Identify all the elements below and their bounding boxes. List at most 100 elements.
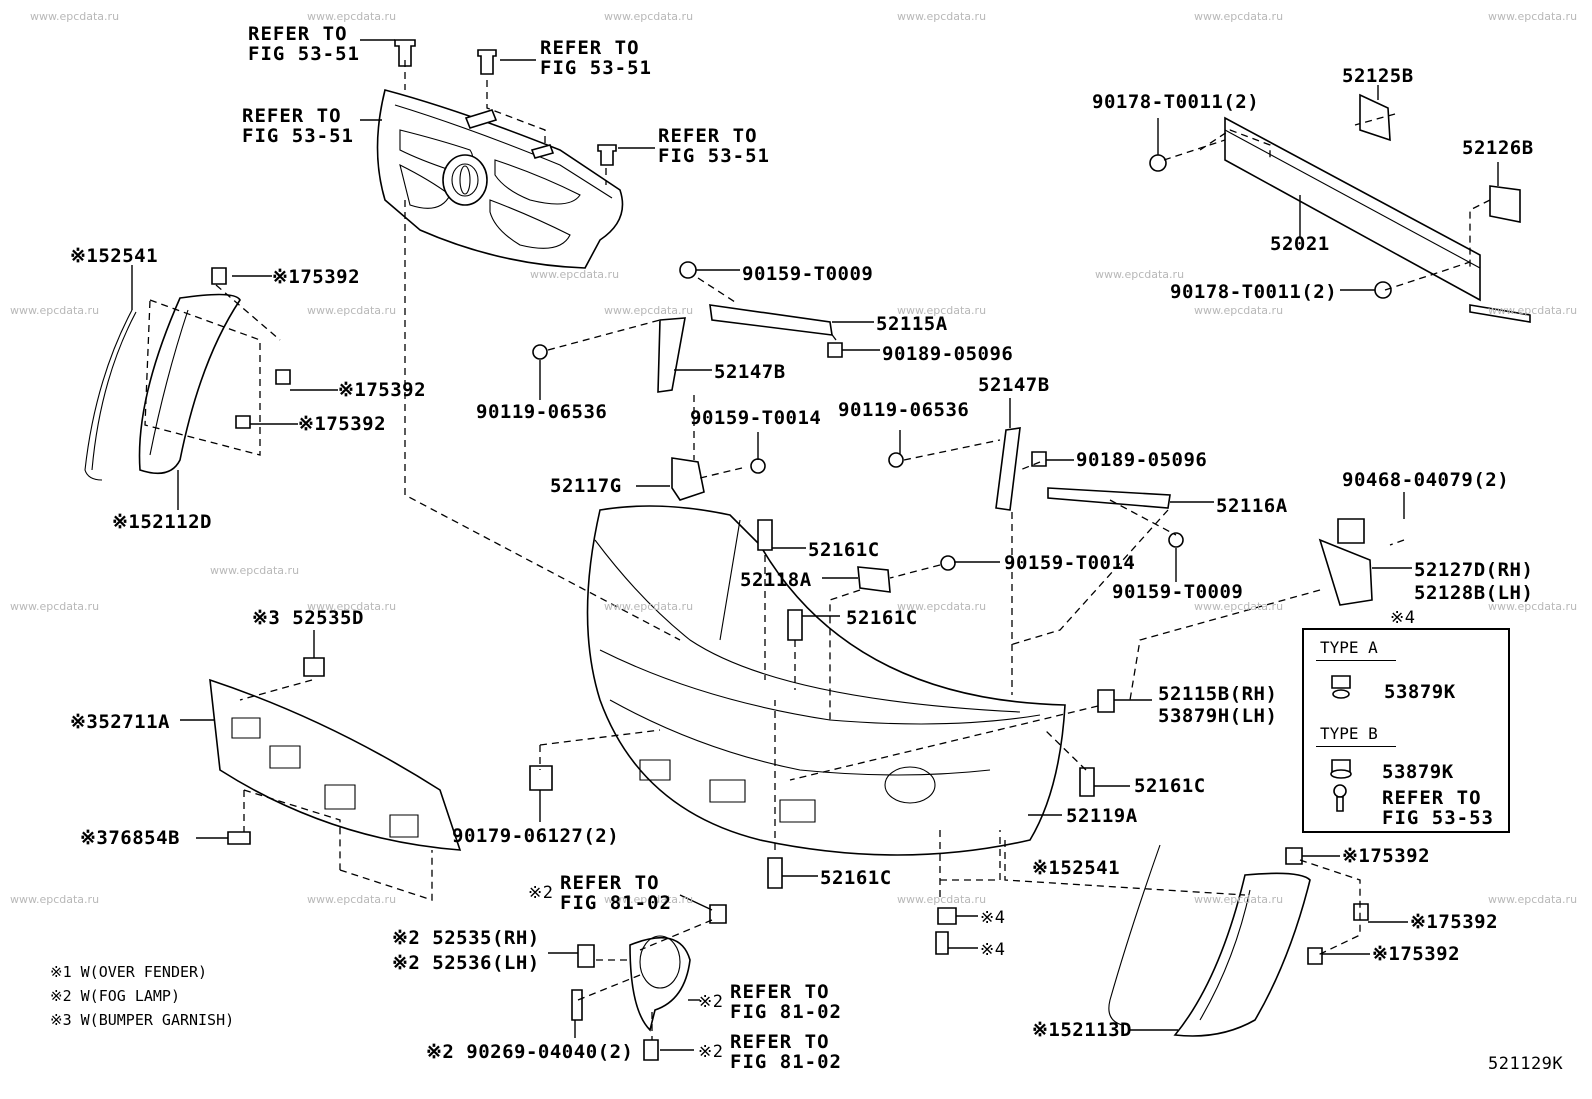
- part-label-152113d: ※152113D: [1032, 1019, 1132, 1041]
- refer-fig-53-51-label: REFER TO FIG 53-51: [248, 23, 360, 65]
- type-a-underline: [1316, 660, 1396, 661]
- watermark: www.epcdata.ru: [897, 304, 987, 317]
- part-label-175392: ※175392: [1410, 911, 1499, 933]
- refer-fig-53-51-label: REFER TO FIG 53-51: [242, 105, 354, 147]
- part-label-52161c: 52161C: [808, 539, 880, 561]
- part-label-52711a: ※352711A: [70, 711, 170, 733]
- left-over-fender-drawing: [84, 267, 291, 481]
- part-label-52161c: 52161C: [820, 867, 892, 889]
- part-label-175392: ※175392: [272, 266, 361, 288]
- part-label-52119a: 52119A: [1066, 805, 1138, 827]
- front-bumper-cover-drawing: [586, 505, 1066, 856]
- part-label-90159-t0009: 90159-T0009: [1112, 581, 1244, 603]
- center-brackets-drawing: [532, 261, 1184, 593]
- part-label-52115a: 52115A: [876, 313, 948, 335]
- type-variant-box: TYPE A 53879K TYPE B 53879K REFER TO FIG…: [1302, 628, 1510, 833]
- watermark: www.epcdata.ru: [307, 600, 397, 613]
- part-label-52126b: 52126B: [1462, 137, 1534, 159]
- part-label-90159-t0009: 90159-T0009: [742, 263, 874, 285]
- watermark: www.epcdata.ru: [1488, 304, 1578, 317]
- refer-fig-81-02-label: REFER TO FIG 81-02: [560, 872, 672, 914]
- bumper-reinforcement-drawing: [1149, 93, 1531, 323]
- leader-lines: [131, 39, 1499, 1051]
- watermark: www.epcdata.ru: [897, 893, 987, 906]
- part-label-52116a: 52116A: [1216, 495, 1288, 517]
- bumper-garnish-drawing: [209, 657, 462, 851]
- note-marker-4: ※4: [1390, 608, 1416, 628]
- watermark: www.epcdata.ru: [10, 600, 100, 613]
- watermark: www.epcdata.ru: [530, 268, 620, 281]
- type-a-clip-icon: [1331, 675, 1351, 699]
- part-label-52128b: 52128B(LH): [1414, 582, 1534, 604]
- part-label-152112d: ※152112D: [112, 511, 212, 533]
- part-label-90119-06536: 90119-06536: [838, 399, 970, 421]
- type-a-part-label: 53879K: [1384, 681, 1456, 703]
- part-label-52117g: 52117G: [550, 475, 622, 497]
- type-b-clip-icon: [1330, 759, 1352, 779]
- figure-code: 521129K: [1488, 1054, 1564, 1074]
- refer-fig-53-51-label: REFER TO FIG 53-51: [658, 125, 770, 167]
- part-label-52536: ※2 52536(LH): [392, 952, 540, 974]
- part-label-53879h: 53879H(LH): [1158, 705, 1278, 727]
- part-label-90189-05096: 90189-05096: [1076, 449, 1208, 471]
- watermark: www.epcdata.ru: [604, 304, 694, 317]
- part-label-90468-04079: 90468-04079(2): [1342, 469, 1510, 491]
- part-label-52118a: 52118A: [740, 569, 812, 591]
- part-label-52147b: 52147B: [714, 361, 786, 383]
- part-label-52147b: 52147B: [978, 374, 1050, 396]
- part-label-152541: ※152541: [1032, 857, 1121, 879]
- refer-fig-81-02-label: REFER TO FIG 81-02: [730, 981, 842, 1023]
- misc-clips: [529, 518, 1373, 955]
- note-marker-2: ※2: [528, 883, 554, 903]
- note-marker-4: ※4: [980, 908, 1006, 928]
- part-label-175392: ※175392: [1372, 943, 1461, 965]
- right-over-fender-drawing: [1108, 844, 1369, 1037]
- note-fog-lamp: ※2 W(FOG LAMP): [50, 987, 180, 1005]
- part-label-52535d: ※3 52535D: [252, 607, 364, 629]
- watermark: www.epcdata.ru: [307, 304, 397, 317]
- watermark: www.epcdata.ru: [307, 893, 397, 906]
- part-label-90179-06127: 90179-06127(2): [452, 825, 620, 847]
- refer-fig-81-02-label: REFER TO FIG 81-02: [730, 1031, 842, 1073]
- radiator-grille-drawing: [376, 89, 624, 269]
- part-label-52021: 52021: [1270, 233, 1330, 255]
- watermark: www.epcdata.ru: [897, 10, 987, 23]
- part-label-152541: ※152541: [70, 245, 159, 267]
- type-b-screw-icon: [1333, 784, 1347, 812]
- part-label-90159-t0014: 90159-T0014: [1004, 552, 1136, 574]
- note-marker-4: ※4: [980, 940, 1006, 960]
- note-bumper-garnish: ※3 W(BUMPER GARNISH): [50, 1011, 235, 1029]
- type-b-heading: TYPE B: [1320, 724, 1378, 743]
- watermark: www.epcdata.ru: [1488, 600, 1578, 613]
- note-marker-2: ※2: [698, 1042, 724, 1062]
- part-label-90189-05096: 90189-05096: [882, 343, 1014, 365]
- watermark: www.epcdata.ru: [1095, 268, 1185, 281]
- part-label-76854b: ※376854B: [80, 827, 180, 849]
- type-b-underline: [1316, 746, 1396, 747]
- grille-clips: [394, 39, 617, 166]
- part-label-90269-04040: ※2 90269-04040(2): [426, 1041, 634, 1063]
- part-label-90178-t0011: 90178-T0011(2): [1092, 91, 1260, 113]
- fog-lamp-drawing: [571, 904, 727, 1061]
- note-over-fender: ※1 W(OVER FENDER): [50, 963, 208, 981]
- watermark: www.epcdata.ru: [10, 304, 100, 317]
- refer-fig-53-51-label: REFER TO FIG 53-51: [540, 37, 652, 79]
- watermark: www.epcdata.ru: [210, 564, 300, 577]
- part-label-90119-06536: 90119-06536: [476, 401, 608, 423]
- part-label-175392: ※175392: [338, 379, 427, 401]
- note-marker-2: ※2: [698, 992, 724, 1012]
- watermark: www.epcdata.ru: [307, 10, 397, 23]
- watermark: www.epcdata.ru: [897, 600, 987, 613]
- part-label-52115b: 52115B(RH): [1158, 683, 1278, 705]
- part-label-52125b: 52125B: [1342, 65, 1414, 87]
- watermark: www.epcdata.ru: [604, 10, 694, 23]
- part-label-52161c: 52161C: [1134, 775, 1206, 797]
- part-label-175392: ※175392: [298, 413, 387, 435]
- watermark: www.epcdata.ru: [1194, 600, 1284, 613]
- part-label-175392: ※175392: [1342, 845, 1431, 867]
- part-label-90178-t0011: 90178-T0011(2): [1170, 281, 1338, 303]
- part-label-90159-t0014: 90159-T0014: [690, 407, 822, 429]
- part-label-52535: ※2 52535(RH): [392, 927, 540, 949]
